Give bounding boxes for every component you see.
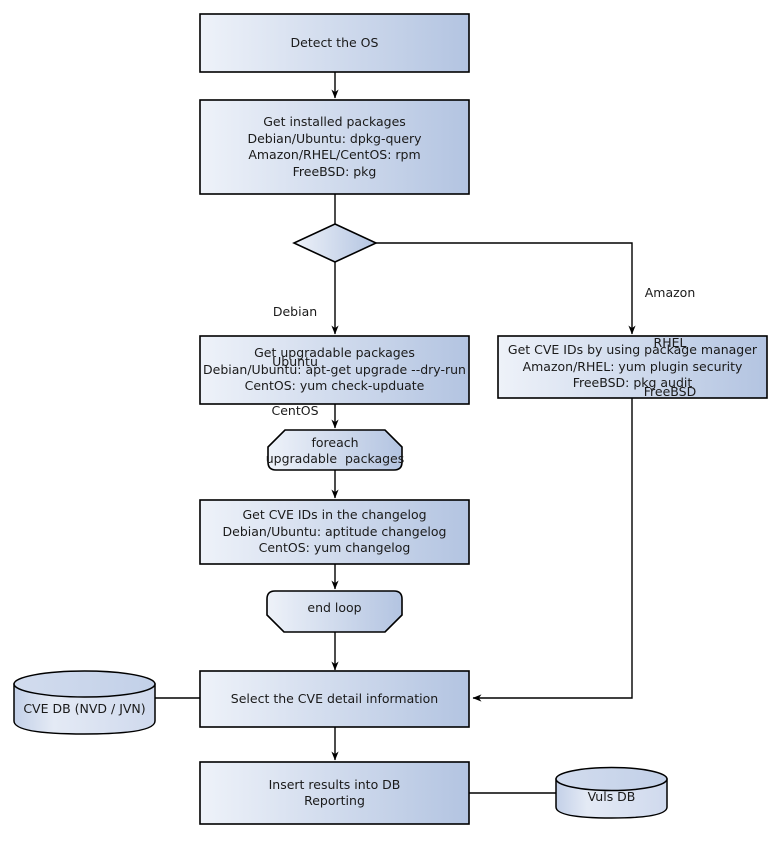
node-foreach-loop-start[interactable] <box>267 429 403 471</box>
edge-label-line: CentOS <box>271 403 319 418</box>
edge-label-line: Debian <box>272 304 318 319</box>
edge-decision-to-pkgmanager <box>376 242 636 335</box>
edge-label-line: Amazon <box>644 285 696 300</box>
edge-label-line: RHEL <box>653 334 687 350</box>
node-insert-results[interactable] <box>199 761 470 825</box>
node-detect-os[interactable] <box>199 13 470 73</box>
node-get-cve-ids-package-manager[interactable] <box>497 335 768 399</box>
edge-pkgmanager-to-selectcve <box>472 398 633 702</box>
edge-label-branch-right: Amazon RHEL FreeBSD <box>634 252 706 434</box>
connector-group <box>155 72 636 794</box>
node-os-decision[interactable] <box>292 223 378 263</box>
node-end-loop[interactable] <box>266 590 403 633</box>
edge-label-branch-left: Debian Ubuntu CentOS <box>262 271 328 453</box>
node-get-cve-ids-changelog[interactable] <box>199 499 470 565</box>
edge-label-line: FreeBSD <box>643 384 697 399</box>
node-select-cve-detail[interactable] <box>199 670 470 728</box>
node-cve-db[interactable] <box>13 670 156 735</box>
node-vuls-db[interactable] <box>555 766 668 819</box>
edge-label-line: Ubuntu <box>272 353 318 369</box>
node-get-upgradable-packages[interactable] <box>199 335 470 405</box>
node-get-installed-packages[interactable] <box>199 99 470 195</box>
